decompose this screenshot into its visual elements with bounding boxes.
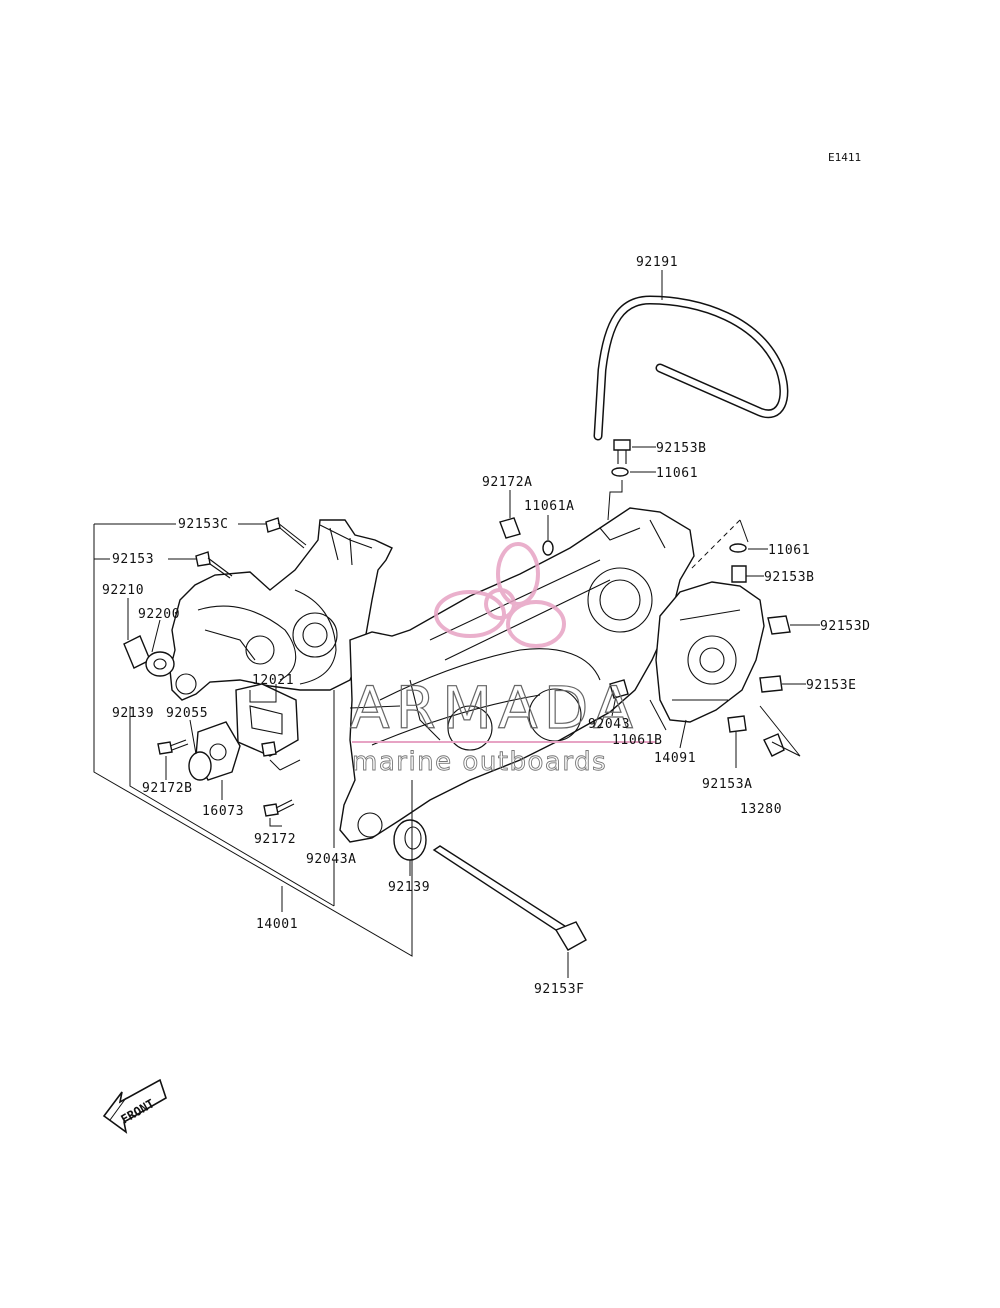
label-92153B-top: 92153B: [656, 441, 707, 456]
label-11061A: 11061A: [524, 499, 575, 514]
bolt-92153B-top: [613, 439, 631, 464]
label-92153D: 92153D: [820, 619, 871, 634]
label-92191: 92191: [636, 255, 678, 270]
bolt-92172B: [157, 739, 189, 755]
oring-92055: [188, 751, 212, 781]
bolt-92153D: [767, 615, 791, 635]
crankcase-left-half: [169, 519, 393, 701]
hose-92191: [593, 295, 789, 441]
label-92172B: 92172B: [142, 781, 193, 796]
diagram-code: E1411: [828, 151, 861, 164]
label-16073: 16073: [202, 804, 244, 819]
label-92139-bottom: 92139: [388, 880, 430, 895]
label-14091: 14091: [654, 751, 696, 766]
washer-11061A: [542, 540, 554, 556]
bolt-92172A: [499, 517, 521, 539]
label-92172: 92172: [254, 832, 296, 847]
label-92139-left: 92139: [112, 706, 154, 721]
label-92153C: 92153C: [178, 517, 229, 532]
crankcase-main-body: [339, 507, 695, 843]
washer-11061-right: [729, 543, 747, 553]
bolt-92153B-right: [731, 565, 747, 583]
label-92200: 92200: [138, 607, 180, 622]
label-11061-right: 11061: [768, 543, 810, 558]
label-92153B-right: 92153B: [764, 570, 815, 585]
label-13280: 13280: [740, 802, 782, 817]
armada-logo: [434, 542, 566, 648]
bearing-92139: [393, 819, 427, 861]
bolt-92172: [263, 799, 295, 817]
bolt-92153C: [265, 517, 307, 549]
clip-13280: [763, 733, 785, 757]
dowel-92043A: [261, 741, 277, 757]
label-92043A: 92043A: [306, 852, 357, 867]
front-arrow-icon: FRONT: [102, 1078, 167, 1134]
side-cover-14091: [655, 581, 765, 723]
label-14001: 14001: [256, 917, 298, 932]
label-92153F: 92153F: [534, 982, 585, 997]
washer-11061-top: [611, 467, 629, 477]
label-92172A: 92172A: [482, 475, 533, 490]
label-12021: 12021: [252, 673, 294, 688]
label-11061-top: 11061: [656, 466, 698, 481]
leader-lines: [93, 270, 820, 978]
label-11061B: 11061B: [612, 733, 663, 748]
bolt-92153A: [727, 715, 747, 733]
watermark-brand: ARMADA: [350, 674, 639, 742]
label-92153E: 92153E: [806, 678, 857, 693]
bolt-92153: [195, 551, 233, 579]
label-92153A: 92153A: [702, 777, 753, 792]
label-92055: 92055: [166, 706, 208, 721]
label-92043: 92043: [588, 717, 630, 732]
bolt-92153E: [759, 675, 783, 693]
bearing-left: [123, 635, 175, 677]
part-labels: 92191 92153B 11061 92172A 11061A 92153C …: [102, 255, 871, 997]
watermark-tagline: marine outboards: [352, 747, 607, 777]
dowel-92043: [609, 679, 629, 699]
label-92210: 92210: [102, 583, 144, 598]
bolt-92153F: [432, 845, 587, 951]
label-92153: 92153: [112, 552, 154, 567]
